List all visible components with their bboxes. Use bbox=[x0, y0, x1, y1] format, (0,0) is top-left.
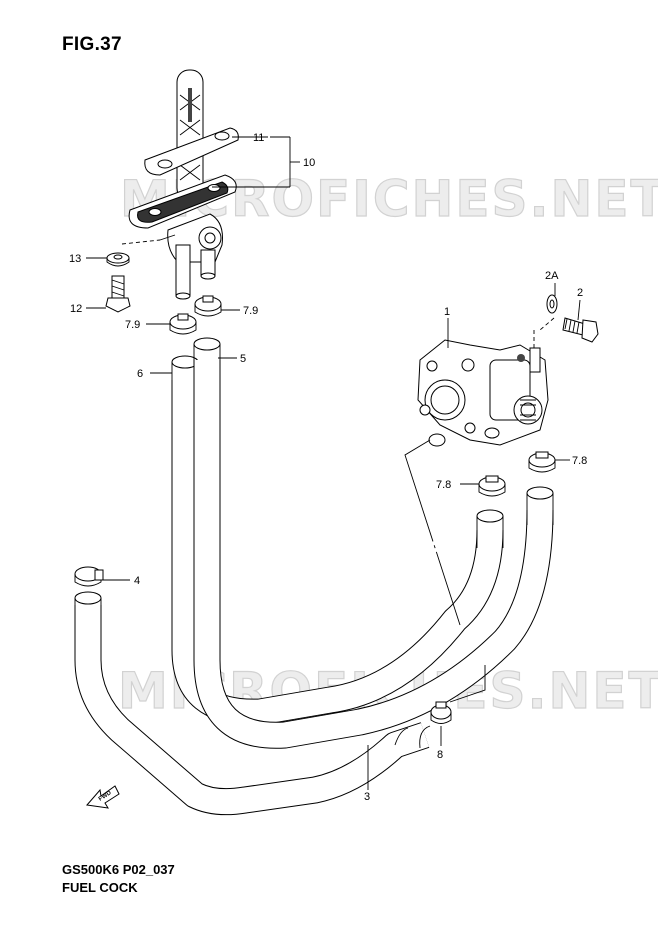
figure-title: FIG.37 bbox=[62, 34, 122, 55]
fuel-hose-3 bbox=[74, 591, 431, 816]
leader-lines bbox=[86, 136, 581, 790]
fuel-hose-5 bbox=[193, 337, 554, 749]
callout-4: 4 bbox=[134, 575, 140, 587]
callout-2: 2 bbox=[577, 287, 583, 299]
bolt-2 bbox=[562, 317, 599, 343]
callout-6: 6 bbox=[137, 368, 143, 380]
callout-5: 5 bbox=[240, 353, 246, 365]
callout-7-8-left: 7.8 bbox=[436, 479, 451, 491]
callout-12: 12 bbox=[70, 303, 82, 315]
callout-2a: 2A bbox=[545, 270, 559, 282]
callout-11: 11 bbox=[253, 132, 264, 144]
callout-7-9-left: 7.9 bbox=[125, 319, 140, 331]
fwd-arrow-icon: FWD bbox=[86, 785, 120, 809]
hose-clamp-7-9-left bbox=[169, 313, 197, 335]
hose-clamp-8 bbox=[430, 701, 452, 724]
fuel-cock-valve bbox=[128, 69, 239, 300]
hose-clamp-4 bbox=[74, 566, 104, 587]
callout-13: 13 bbox=[69, 253, 81, 265]
figure-code: GS500K6 P02_037 bbox=[62, 862, 175, 877]
vacuum-pump-1 bbox=[417, 339, 549, 447]
callout-1: 1 bbox=[444, 306, 450, 318]
callout-7-8-right: 7.8 bbox=[572, 455, 587, 467]
hose-clamp-7-8-right bbox=[528, 451, 556, 473]
bolt-12 bbox=[105, 275, 131, 313]
hose-clamp-7-9-right bbox=[194, 295, 222, 317]
callout-7-9-right: 7.9 bbox=[243, 305, 258, 317]
hose-clamp-7-8-left bbox=[478, 475, 506, 497]
callout-10: 10 bbox=[303, 157, 315, 169]
callout-3: 3 bbox=[364, 791, 370, 803]
washer-13 bbox=[106, 252, 130, 267]
washer-2a bbox=[546, 294, 558, 314]
callout-8: 8 bbox=[437, 749, 443, 761]
figure-name: FUEL COCK bbox=[62, 880, 138, 895]
